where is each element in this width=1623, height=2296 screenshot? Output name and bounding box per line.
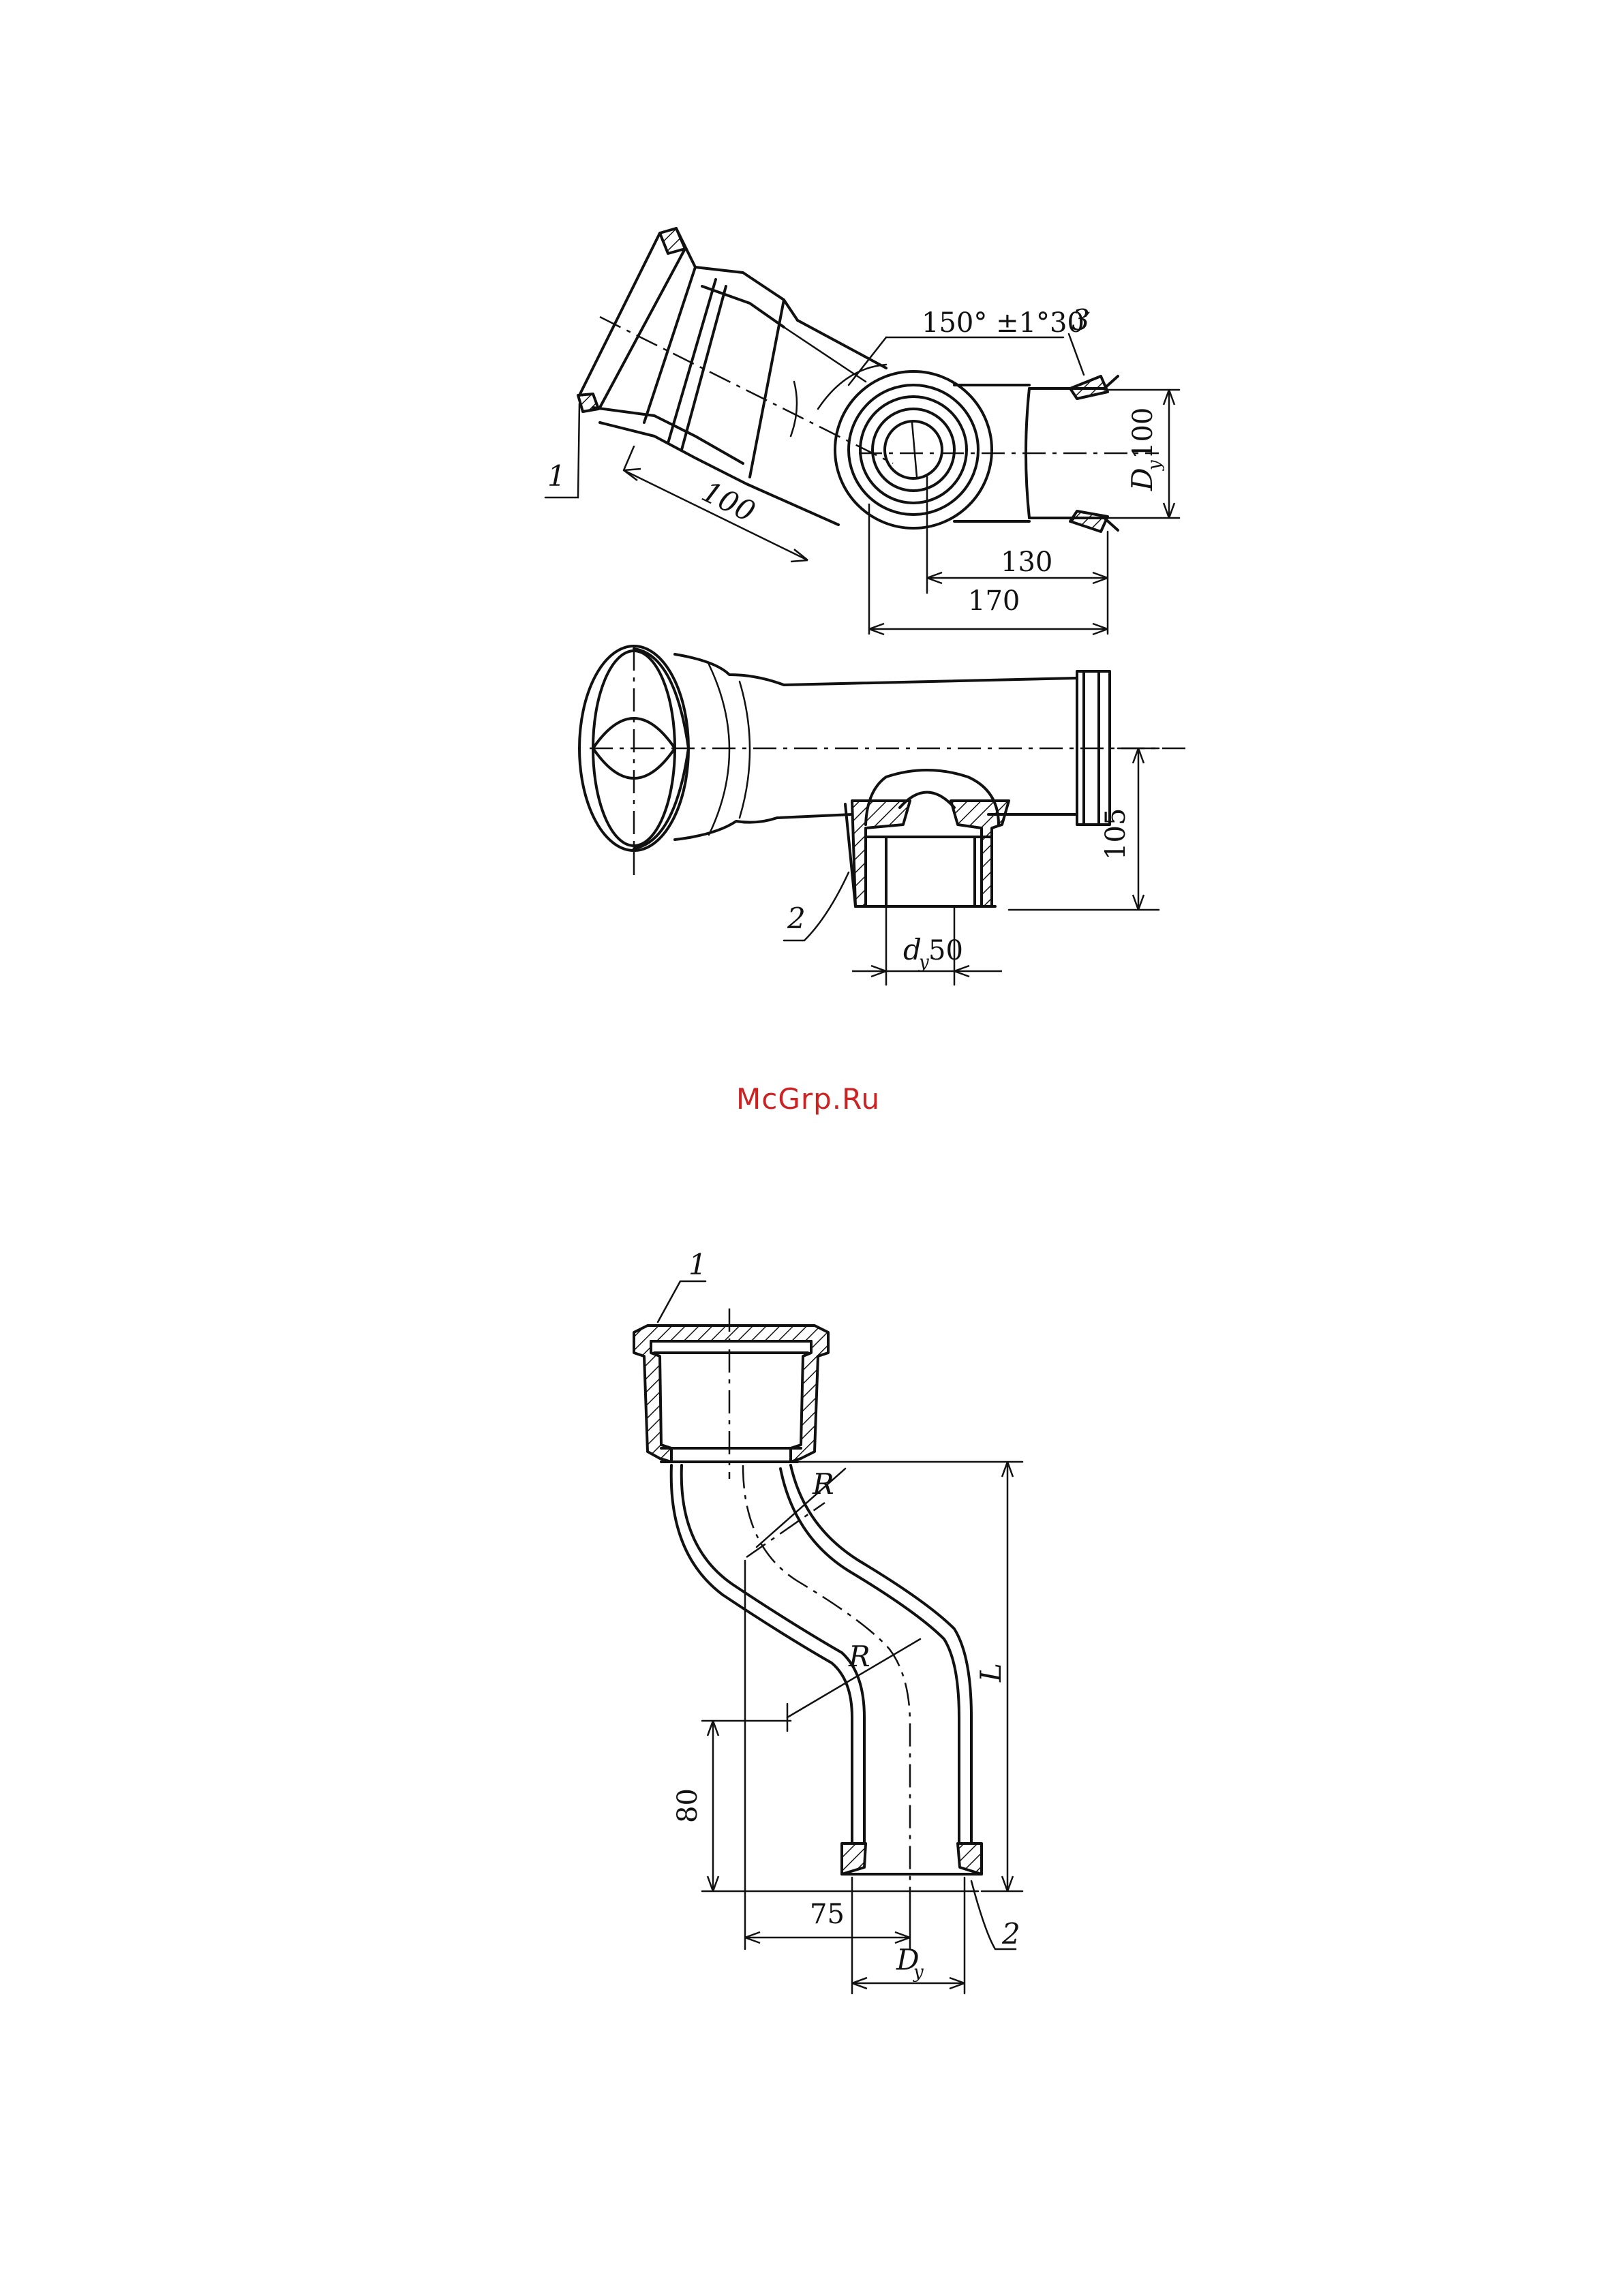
dimension-80: 80 [672,1721,978,1891]
dim-L-label: L [974,1663,1007,1683]
callout-1-bottom-label: 1 [688,1248,707,1281]
dimension-100-angled: 100 [624,446,808,562]
callout-1-bottom: 1 [658,1248,707,1322]
branch-socket-rings [818,365,992,528]
callout-2-label: 2 [787,902,806,935]
dimension-Dy-bottom: D y [852,1878,965,1993]
dimension-dy50: d y 50 [852,906,1002,985]
branch-hub-section [845,770,1009,906]
dim-100-label: 100 [697,474,761,528]
tee-plan-view: 150° ±1°30′ 1 3 100 130 [545,228,1179,634]
callout-1-label: 1 [547,459,566,493]
dim-dy-branch-sub: y [918,952,929,973]
socket-ellipse-end [579,646,1186,876]
bend-walls [671,1465,982,1901]
radius-label-2: R [848,1640,870,1673]
angle-label: 150° ±1°30′ [922,307,1091,339]
dim-Dy-main-sub: y [1144,460,1165,471]
dim-170-label: 170 [968,585,1020,617]
dim-Dy-main-letter: D [1125,468,1159,491]
callout-1-top: 1 [545,403,579,498]
bend-socket [634,1308,828,1479]
callout-3-top: 3 [1069,303,1090,375]
dimension-L: L [794,1462,1022,1891]
offset-bend: R R L 80 75 [634,1248,1022,1993]
radius-label-1: R [812,1467,834,1501]
callout-3-label: 3 [1072,303,1090,337]
dim-75-label: 75 [810,1899,845,1930]
angle-annotation: 150° ±1°30′ [849,307,1091,385]
dim-80-label: 80 [672,1788,703,1823]
dim-Dy-bottom-sub: y [913,1962,924,1983]
dim-105-label: 105 [1100,808,1132,860]
dim-Dy-main-value: 100 [1127,408,1159,459]
tee-side-view: 105 d y 50 2 [579,646,1186,985]
dim-dy-branch-value: 50 [928,935,963,966]
dim-130-label: 130 [1001,547,1052,578]
right-spigot-pipe [859,376,1159,532]
angled-socket-pipe [578,228,893,525]
watermark-text: McGrp.Ru [736,1082,880,1116]
callout-2-top: 2 [784,872,849,940]
dimension-130-170: 130 170 [869,477,1108,634]
callout-2-bottom-label: 2 [1001,1917,1020,1950]
